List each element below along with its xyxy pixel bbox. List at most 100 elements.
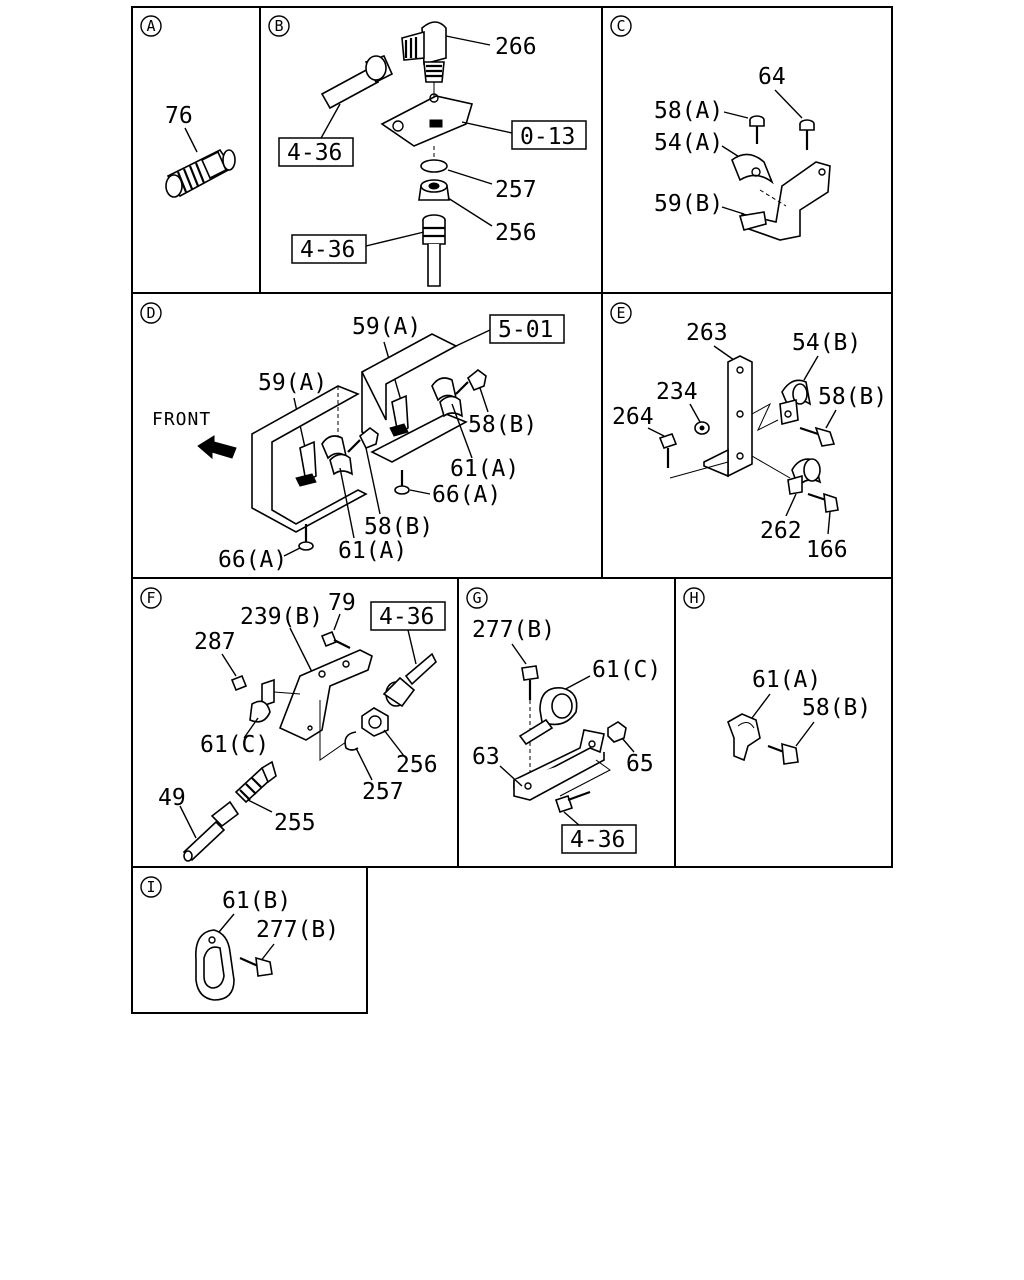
clamp-61b-icon [195, 929, 235, 1001]
label-58b-h: 58(B) [802, 695, 871, 721]
label-166: 166 [806, 537, 848, 563]
clip-54a-icon [731, 153, 774, 185]
label-61a-bottom: 61(A) [338, 538, 407, 564]
label-49: 49 [158, 785, 186, 811]
label-76: 76 [165, 103, 193, 129]
bracket-plate-icon [380, 93, 474, 147]
clamp-61a-right-icon [431, 377, 463, 418]
label-277b-g: 277(B) [472, 617, 555, 643]
ref-box-0-13 [511, 120, 587, 150]
label-63: 63 [472, 744, 500, 770]
pipe-end-icon [320, 55, 394, 110]
panel-f-letter: F [146, 589, 155, 607]
label-257: 257 [495, 177, 537, 203]
panel-e-letter: E [616, 304, 625, 322]
clamp-54b-icon [779, 379, 812, 426]
bolt-58b-h-icon [767, 742, 799, 765]
label-59a-top: 59(A) [352, 314, 421, 340]
ref-box-4-36-top [278, 137, 354, 167]
nut-256-f-icon [361, 707, 389, 737]
label-66a-right: 66(A) [432, 482, 501, 508]
label-264: 264 [612, 404, 654, 430]
panel-b: B 266 4-36 0-13 257 [268, 15, 587, 287]
ref-4-36-g: 4-36 [570, 827, 625, 853]
label-256: 256 [495, 220, 537, 246]
ref-5-01: 5-01 [498, 317, 553, 343]
panel-i: I 61(B) 277(B) [140, 876, 339, 1001]
label-58b-bottom: 58(B) [364, 514, 433, 540]
label-61b: 61(B) [222, 888, 291, 914]
clamp-61c-g-icon [518, 687, 578, 746]
clamp-61a-h-icon [727, 713, 761, 762]
nut-icon [418, 179, 450, 201]
label-257-f: 257 [362, 779, 404, 805]
label-61c-g: 61(C) [592, 657, 661, 683]
bracket-239b-icon [261, 649, 373, 741]
label-54a: 54(A) [654, 130, 723, 156]
ref-box-4-36-g [561, 824, 637, 854]
label-59b: 59(B) [654, 191, 723, 217]
clip-59a-right-icon [389, 394, 409, 437]
union-255-icon [234, 760, 277, 804]
panel-c-letter: C [616, 17, 625, 35]
label-239b: 239(B) [240, 604, 323, 630]
pipe-fitting-f-icon [382, 652, 437, 708]
snap-ring-icon [344, 731, 359, 751]
bolt-58b-e-icon [799, 426, 836, 447]
ref-box-4-36-bottom [291, 234, 367, 264]
ref-4-36-top: 4-36 [287, 140, 342, 166]
clamp-61a-left-icon [321, 435, 353, 476]
bracket-63-icon [513, 729, 605, 801]
label-66a-bottom: 66(A) [218, 547, 287, 573]
nut-287-icon [230, 674, 248, 692]
label-58b: 58(B) [818, 384, 887, 410]
bolt-58b-left-icon [347, 426, 379, 453]
bolt-66a-left-icon [298, 524, 314, 551]
elbow-fitting-icon [401, 21, 447, 108]
nut-234-icon [694, 421, 710, 435]
label-54b: 54(B) [792, 330, 861, 356]
union-fitting-icon [165, 148, 236, 198]
panel-i-letter: I [146, 878, 155, 896]
label-61c-f: 61(C) [200, 732, 269, 758]
clamp-262-icon [787, 458, 822, 495]
clip-59a-left-icon [295, 440, 317, 487]
bolt-166-icon [807, 492, 839, 513]
ref-box-5-01 [489, 314, 565, 344]
label-59a-left: 59(A) [258, 370, 327, 396]
label-255: 255 [274, 810, 316, 836]
label-266: 266 [495, 34, 537, 60]
label-61a-right: 61(A) [450, 456, 519, 482]
label-58b-right: 58(B) [468, 412, 537, 438]
bolt-277b-g-icon [521, 665, 539, 780]
bolt-58b-right-icon [455, 368, 487, 395]
panel-f: F 239(B) 79 4-36 287 61(C) [140, 587, 446, 862]
bolt-g-bottom-icon [554, 790, 591, 814]
panel-g: G 277(B) 61(C) 65 63 [466, 587, 661, 854]
bolt-264-icon [658, 433, 678, 468]
label-287: 287 [194, 629, 236, 655]
frame-member-left-icon [251, 385, 368, 533]
frame-member-right-icon [360, 333, 468, 463]
bolt-66a-right-icon [394, 470, 410, 495]
bracket-59b-icon [738, 161, 831, 241]
label-61a-h: 61(A) [752, 667, 821, 693]
panel-e: E 263 54(B) 234 58(B) 264 [610, 302, 887, 563]
ref-4-36-f: 4-36 [379, 604, 434, 630]
flare-nut-pipe-icon [422, 214, 446, 287]
ref-box-4-36-f [370, 601, 446, 631]
label-256-f: 256 [396, 752, 438, 778]
label-64: 64 [758, 64, 786, 90]
bolt-277b-i-icon [239, 956, 273, 977]
ref-4-36-bottom: 4-36 [300, 237, 355, 263]
bolt-79-icon [320, 630, 351, 649]
nut-65-icon [607, 721, 627, 743]
panel-d-letter: D [146, 304, 155, 322]
label-58a: 58(A) [654, 98, 723, 124]
label-79: 79 [328, 590, 356, 616]
panel-a: A 76 [140, 15, 236, 198]
bracket-263-icon [703, 355, 753, 478]
panel-b-letter: B [274, 17, 283, 35]
bolt-58a-icon [749, 115, 765, 144]
